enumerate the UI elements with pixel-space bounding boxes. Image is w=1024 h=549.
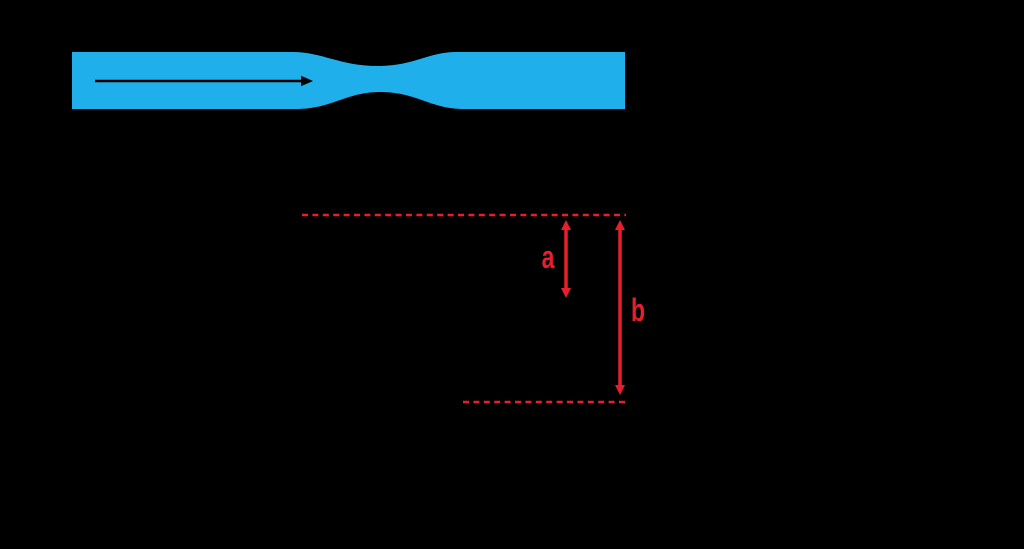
dimension-label-a: a <box>542 239 555 275</box>
dimension-arrow-b <box>615 220 625 395</box>
dimension-a-up-arrowhead <box>561 220 571 230</box>
flow-arrow-icon <box>95 75 313 87</box>
flow-arrow-head <box>301 75 313 87</box>
dimension-b-up-arrowhead <box>615 220 625 230</box>
dimension-label-b: b <box>631 292 645 328</box>
dimension-a-down-arrowhead <box>561 288 571 298</box>
dimension-arrow-a <box>561 220 571 298</box>
venturi-pipe <box>72 52 625 109</box>
dimension-b-down-arrowhead <box>615 385 625 395</box>
